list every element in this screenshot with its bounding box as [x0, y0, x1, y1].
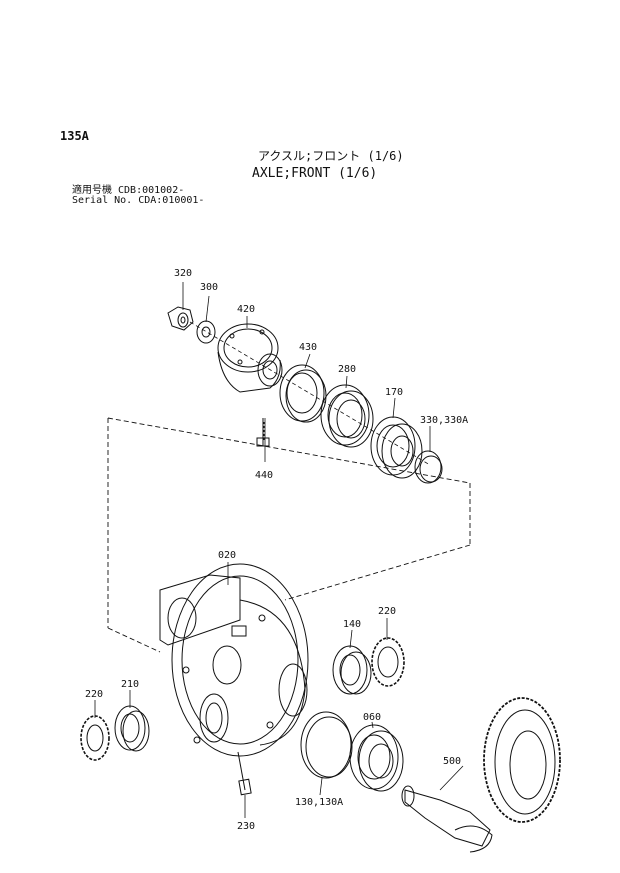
label-440: 440 [255, 470, 273, 481]
leader-lines [94, 282, 464, 818]
label-060: 060 [363, 712, 381, 723]
label-220-right: 220 [378, 606, 396, 617]
part-220-adjust-nut-right[interactable] [371, 637, 405, 687]
assembly-boundary-lines [107, 417, 471, 653]
part-330-spacer[interactable] [414, 450, 443, 484]
label-140: 140 [343, 619, 361, 630]
title-english: AXLE;FRONT (1/6) [252, 166, 378, 181]
part-500-gear-set[interactable] [401, 697, 561, 853]
part-440-bolt[interactable] [256, 418, 270, 447]
part-220-adjust-nut-left[interactable] [80, 715, 110, 761]
part-280-bearing[interactable] [320, 384, 374, 448]
page-number: 135A [60, 129, 89, 143]
part-300-washer[interactable] [196, 320, 216, 344]
upper-assembly-axis [189, 321, 431, 466]
label-430: 430 [299, 342, 317, 353]
label-500: 500 [443, 756, 461, 767]
title-japanese: アクスル;フロント (1/6) [258, 149, 404, 163]
label-210: 210 [121, 679, 139, 690]
label-220-left: 220 [85, 689, 103, 700]
part-430-seal[interactable] [279, 364, 327, 423]
part-130-shim[interactable] [300, 711, 353, 779]
label-330-330a: 330,330A [420, 415, 468, 426]
part-210-bearing[interactable] [114, 705, 150, 752]
part-060-bearing[interactable] [349, 724, 404, 792]
part-320-nut[interactable] [167, 306, 194, 331]
part-140-bearing[interactable] [332, 645, 372, 695]
label-020: 020 [218, 550, 236, 561]
part-number-labels: 320 300 420 430 280 170 330,330A 440 020… [85, 268, 468, 832]
serial-number: Serial No. CDA:010001- [72, 195, 205, 206]
label-300: 300 [200, 282, 218, 293]
part-230-bolt[interactable] [237, 751, 252, 796]
label-230: 230 [237, 821, 255, 832]
label-320: 320 [174, 268, 192, 279]
label-130-130a: 130,130A [295, 797, 343, 808]
label-280: 280 [338, 364, 356, 375]
part-170-bearing[interactable] [370, 416, 423, 479]
label-170: 170 [385, 387, 403, 398]
part-420-flange[interactable] [217, 323, 283, 393]
part-020-housing[interactable] [159, 563, 309, 757]
serial-applicable: 適用号機 CDB:001002- [72, 185, 185, 196]
label-420: 420 [237, 304, 255, 315]
